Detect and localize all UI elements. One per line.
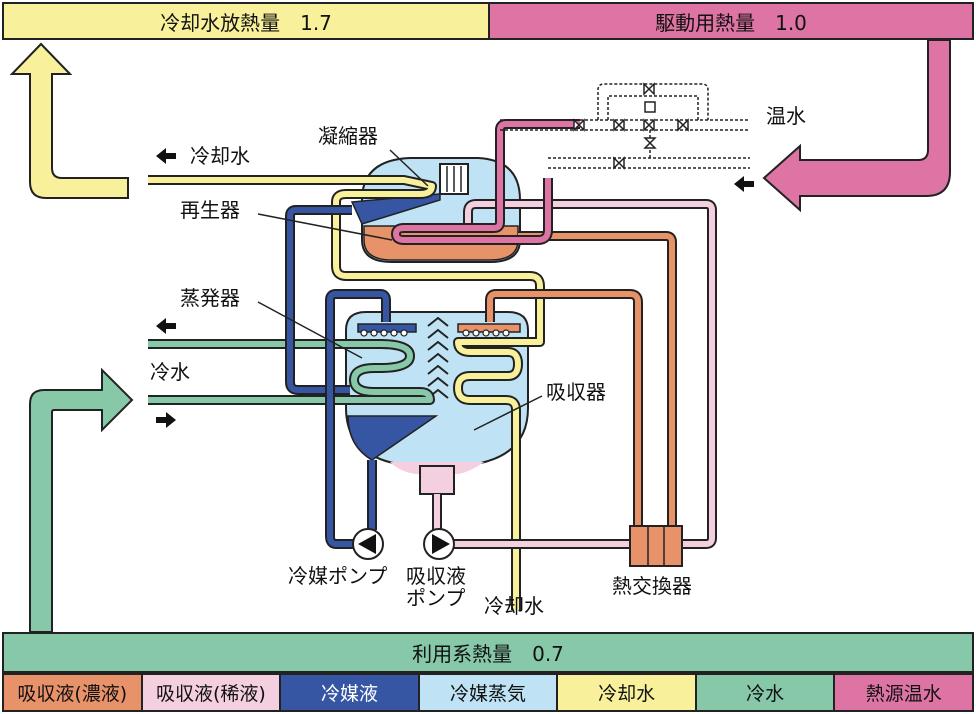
refrigerant-liquid-lines xyxy=(285,205,391,549)
driving-heat-arrow xyxy=(762,39,951,213)
regenerator-label: 再生器 xyxy=(180,198,240,222)
cold-water-label: 冷水 xyxy=(150,360,190,384)
utilization-heat-label: 利用系熱量 0.7 xyxy=(412,642,564,666)
legend-item-refrigerant-vapor: 冷媒蒸気 xyxy=(419,675,559,710)
legend-item-heat-source-hot-water: 熱源温水 xyxy=(835,675,973,710)
absorbent-pump-label-1: 吸収液 xyxy=(406,564,466,588)
legend-item-refrigerant-liquid: 冷媒液 xyxy=(281,675,420,710)
utilization-heat-arrow xyxy=(29,367,134,633)
cooling-water-lines xyxy=(148,175,545,610)
cooling-water-heat-release-bar: 冷却水放熱量 1.7 xyxy=(2,2,490,40)
hot-water-lines xyxy=(390,119,580,245)
legend: 吸収液(濃液) 吸収液(稀液) 冷媒液 冷媒蒸気 冷却水 冷水 熱源温水 xyxy=(2,673,974,712)
valves xyxy=(573,82,689,170)
hot-water-piping xyxy=(500,83,750,169)
utilization-heat-bar: 利用系熱量 0.7 xyxy=(2,632,974,673)
dilute-solution-lines xyxy=(432,199,717,549)
legend-item-cold-water: 冷水 xyxy=(696,675,836,710)
absorbent-pump xyxy=(423,528,455,560)
legend-item-dilute-solution: 吸収液(稀液) xyxy=(142,675,282,710)
flow-arrows xyxy=(156,148,754,428)
concentrated-solution-lines xyxy=(485,231,677,540)
cooling-water-out-label: 冷却水 xyxy=(190,144,250,168)
absorber-label: 吸収器 xyxy=(546,380,606,404)
cooling-water-heat-release-label: 冷却水放熱量 1.7 xyxy=(160,10,332,35)
refrigerant-pump-label: 冷媒ポンプ xyxy=(288,564,388,588)
hot-water-label: 温水 xyxy=(766,104,806,128)
cooling-water-release-arrow xyxy=(9,42,129,199)
driving-heat-label: 駆動用熱量 1.0 xyxy=(655,10,807,35)
legend-item-cooling-water: 冷却水 xyxy=(558,675,697,710)
heat-exchanger xyxy=(629,525,683,567)
legend-item-concentrated-solution: 吸収液(濃液) xyxy=(4,675,143,710)
cooling-water-in-label: 冷却水 xyxy=(484,594,544,618)
cold-water-lines xyxy=(148,339,435,405)
heat-exchanger-label: 熱交換器 xyxy=(612,574,692,598)
refrigerant-pump xyxy=(352,528,384,560)
absorbent-pump-label-2: ポンプ xyxy=(406,586,466,610)
condenser-label: 凝縮器 xyxy=(318,124,378,148)
evaporator-label: 蒸発器 xyxy=(180,286,240,310)
driving-heat-bar: 駆動用熱量 1.0 xyxy=(488,2,974,40)
